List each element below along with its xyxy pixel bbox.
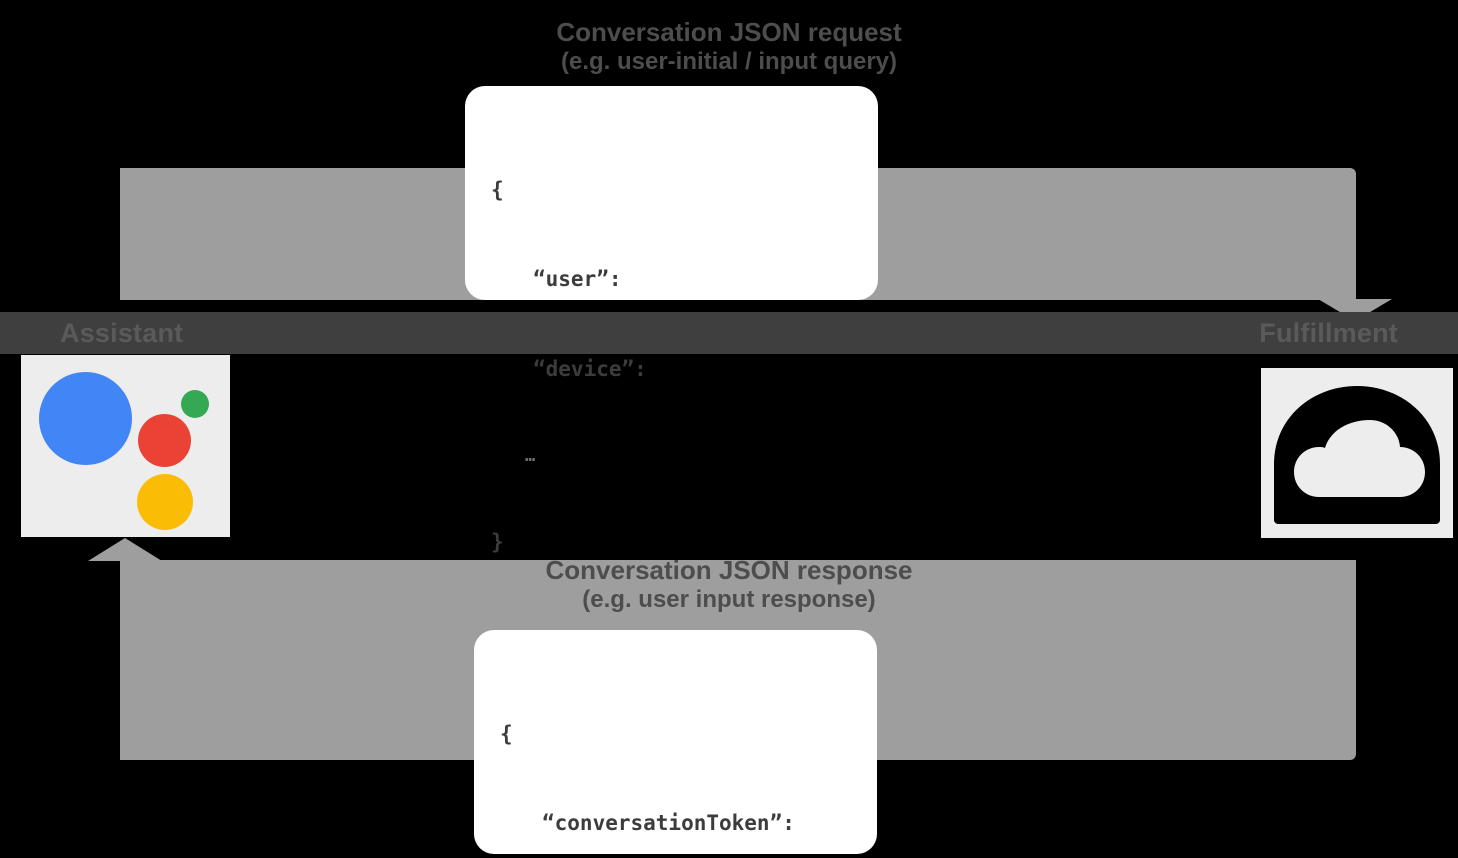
assistant-label: Assistant bbox=[60, 317, 184, 348]
request-caption-subtitle: (e.g. user-initial / input query) bbox=[560, 47, 898, 75]
cloud-icon bbox=[1274, 386, 1440, 524]
request-json-ellipsis: … bbox=[525, 445, 536, 466]
request-json-key-user: “user”: bbox=[533, 267, 622, 292]
request-json-card: { “user”: “device”: … } bbox=[465, 86, 878, 554]
response-json-card: { “conversationToken”: “userStorage”: … … bbox=[474, 630, 877, 854]
response-arrow-head-icon bbox=[88, 538, 162, 561]
request-caption-title: Conversation JSON request bbox=[556, 17, 902, 47]
response-json-key-conversation-token: “conversationToken”: bbox=[542, 811, 795, 836]
assistant-icon-tile[interactable] bbox=[21, 355, 230, 537]
request-json-key-device: “device”: bbox=[533, 356, 647, 381]
fulfillment-label: Fulfillment bbox=[1259, 317, 1398, 348]
assistant-green-dot-icon bbox=[181, 390, 209, 418]
fulfillment-icon-tile[interactable] bbox=[1261, 368, 1453, 538]
endpoint-band bbox=[0, 312, 1458, 354]
assistant-red-dot-icon bbox=[138, 414, 191, 467]
response-json-open-brace: { bbox=[500, 721, 513, 746]
assistant-blue-dot-icon bbox=[39, 372, 132, 465]
request-json-open-brace: { bbox=[491, 177, 504, 202]
endpoint-label-row: Assistant Fulfillment bbox=[0, 312, 1458, 354]
request-json-close-brace: } bbox=[491, 529, 504, 554]
assistant-yellow-dot-icon bbox=[137, 474, 193, 530]
request-caption: Conversation JSON request (e.g. user-ini… bbox=[0, 17, 1458, 75]
